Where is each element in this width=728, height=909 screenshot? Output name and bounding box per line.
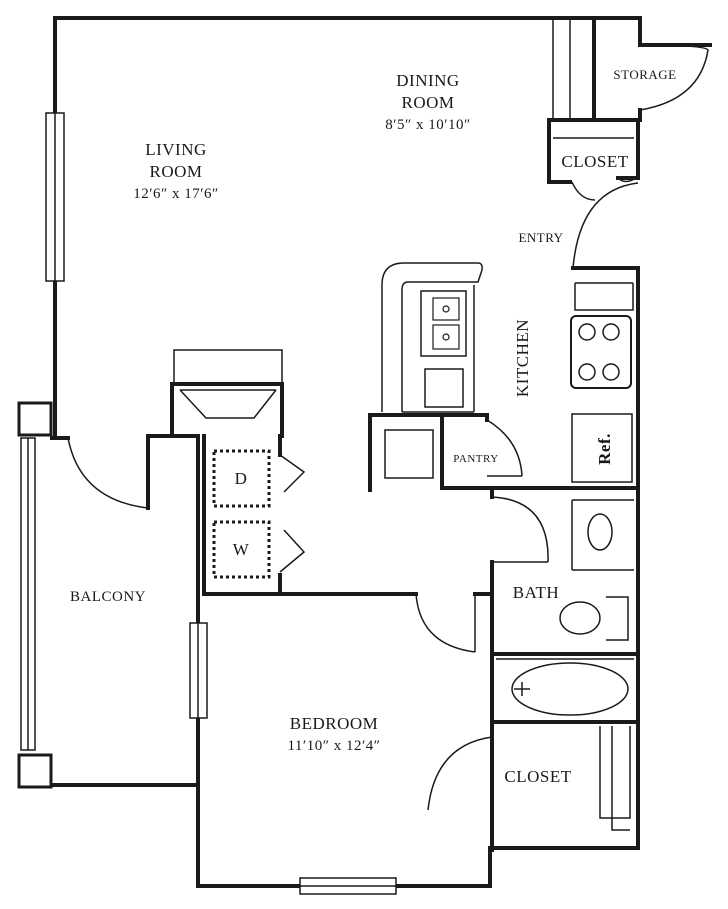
bedroom-label: BEDROOM: [290, 714, 379, 733]
closet-label-top: CLOSET: [561, 152, 628, 171]
kitchen-right-counter: [570, 282, 634, 483]
kitchen-counters: [381, 262, 483, 413]
closet-label-bedroom: CLOSET: [504, 767, 571, 786]
fireplace: [170, 349, 284, 438]
living-window: [45, 112, 65, 282]
living-room-label-line1: LIVING: [145, 140, 207, 159]
living-room-dimensions: 12′6″ x 17′6″: [133, 186, 219, 202]
storage-label: STORAGE: [613, 67, 676, 82]
balcony-railing: [17, 401, 53, 789]
pantry-label: PANTRY: [453, 453, 498, 465]
washer-label: W: [233, 540, 250, 559]
dining-room-label-line2: ROOM: [401, 93, 454, 112]
living-room-label-line2: ROOM: [149, 162, 202, 181]
storage-and-closet: [547, 16, 709, 201]
kitchen-label: KITCHEN: [513, 319, 532, 397]
entry-door: [571, 182, 640, 270]
dining-room-dimensions: 8′5″ x 10′10″: [385, 117, 471, 133]
balcony-label: BALCONY: [70, 589, 146, 605]
bedroom-north-wall: [202, 592, 494, 653]
refrigerator-label: Ref.: [595, 433, 614, 465]
bath-label: BATH: [513, 583, 559, 602]
laundry-closet: [202, 434, 306, 596]
pantry-block: [368, 413, 640, 492]
bath: [490, 486, 640, 852]
dining-room-label-line1: DINING: [396, 71, 459, 90]
bedroom-west-wall: [189, 434, 208, 787]
bedroom-window: [299, 877, 397, 895]
balcony-door: [67, 434, 200, 510]
bedroom-closet: [427, 726, 631, 831]
exterior-walls: [50, 16, 712, 888]
bedroom-dimensions: 11′10″ x 12′4″: [287, 738, 380, 754]
entry-label: ENTRY: [518, 230, 563, 245]
dryer-label: D: [235, 469, 248, 488]
